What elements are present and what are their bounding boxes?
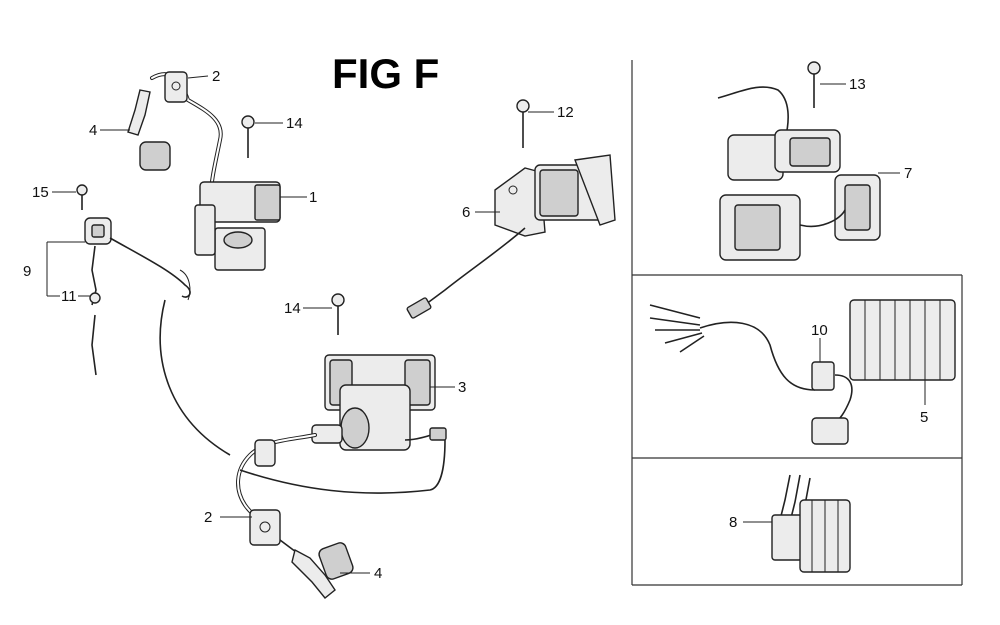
- callout-1: 1: [309, 189, 317, 206]
- callout-8: 8: [729, 514, 737, 531]
- regulator-fins: [864, 300, 941, 380]
- ground-wire-bottom: [239, 439, 446, 494]
- bolt-12-head: [516, 99, 530, 113]
- callout-2-bottom: 2: [204, 509, 212, 526]
- inset-panels: [631, 60, 963, 586]
- rectifier-connector: [771, 514, 803, 561]
- bolt-14-top-head: [241, 115, 255, 129]
- ignition-coil-assembly-lower: [236, 433, 446, 599]
- callout-7: 7: [904, 165, 912, 182]
- connector-10: [811, 361, 835, 391]
- spark-plug-cap-bottom: [291, 548, 336, 599]
- screw-15: [76, 184, 88, 196]
- bolt-13-head: [807, 61, 821, 75]
- regulator-harness: [699, 321, 816, 391]
- lighting-coil-7: [717, 61, 881, 261]
- wire-grommet-top: [164, 71, 188, 103]
- charge-coil-wire: [417, 227, 526, 311]
- regulator-plug: [811, 417, 849, 445]
- spark-plug-cap-top: [127, 89, 151, 136]
- callout-4-top: 4: [89, 122, 97, 139]
- stop-switch-assembly: [76, 184, 191, 376]
- wire-grommet-mid: [254, 439, 276, 467]
- callout-14-mid: 14: [284, 300, 301, 317]
- ignition-coil-3: [311, 354, 447, 451]
- switch-wire-to-coil: [109, 237, 191, 298]
- ground-wire-left: [159, 299, 231, 456]
- plug-boot-bottom: [318, 542, 354, 580]
- callout-6: 6: [462, 204, 470, 221]
- charge-coil-bracket: [494, 167, 546, 237]
- leader-lines: [46, 75, 926, 574]
- charge-coil-6: [406, 99, 616, 319]
- regulator-5-body: [849, 299, 956, 381]
- lighting-coil-lead: [717, 86, 789, 141]
- callout-9: 9: [23, 263, 31, 280]
- callout-11: 11: [61, 288, 77, 305]
- callout-15: 15: [32, 184, 49, 201]
- callout-12: 12: [557, 104, 574, 121]
- callout-14-top: 14: [286, 115, 303, 132]
- figure-title: FIG F: [332, 50, 439, 97]
- wire-grommet-bottom: [249, 509, 281, 546]
- rectifier-8: [771, 474, 851, 573]
- plug-boot-top: [139, 141, 171, 171]
- callout-3: 3: [458, 379, 466, 396]
- bolt-14-middle: [331, 293, 345, 335]
- callout-10: 10: [811, 322, 828, 339]
- callout-4-bottom: 4: [374, 565, 382, 582]
- callout-numbers: 2 4 14 1 15 9 11 14 3 2 4 12 6 13 7 10 5…: [23, 68, 928, 582]
- callout-2-top: 2: [212, 68, 220, 85]
- callout-13: 13: [849, 76, 866, 93]
- regulator-5-assembly: [649, 299, 956, 445]
- ignition-coil-assembly-upper: [127, 71, 281, 271]
- callout-5: 5: [920, 409, 928, 426]
